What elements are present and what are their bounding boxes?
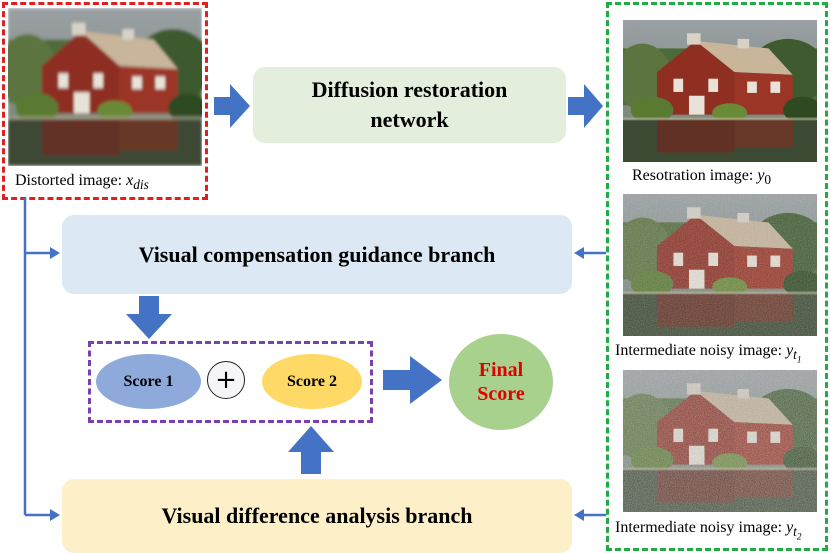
arrow-distorted-to-diffusion — [214, 84, 250, 128]
diffusion-label-line1: Diffusion restoration — [311, 77, 508, 102]
score-2: Score 2 — [262, 354, 362, 409]
visual-compensation-branch: Visual compensation guidance branch — [62, 215, 572, 294]
distorted-image-frame — [2, 2, 208, 200]
distorted-image-caption: Distorted image: xdis — [15, 172, 149, 193]
score-fusion-frame — [88, 341, 373, 423]
score-1: Score 1 — [96, 354, 201, 409]
noisy-image-2-caption: Intermediate noisy image: yt2 — [615, 519, 802, 543]
diffusion-label-line2: network — [370, 107, 449, 132]
noisy-image-1 — [623, 194, 817, 336]
arrow-branch-up — [288, 426, 334, 474]
plus-icon: + — [207, 361, 245, 399]
diffusion-restoration-network: Diffusion restoration network — [253, 67, 566, 143]
visual-difference-branch: Visual difference analysis branch — [62, 479, 572, 553]
visual-difference-label: Visual difference analysis branch — [161, 503, 473, 528]
generated-images-frame — [606, 2, 828, 551]
noisy-image-2 — [623, 370, 817, 512]
arrow-branch-down — [126, 296, 172, 339]
noisy-image-1-caption: Intermediate noisy image: yt1 — [615, 342, 802, 366]
arrow-to-final — [383, 356, 442, 404]
distorted-image — [8, 8, 202, 166]
restoration-image-caption: Resotration image: y0 — [632, 167, 772, 188]
restoration-image — [623, 20, 817, 162]
visual-compensation-label: Visual compensation guidance branch — [138, 241, 496, 267]
arrow-diffusion-to-restoration — [568, 84, 603, 128]
